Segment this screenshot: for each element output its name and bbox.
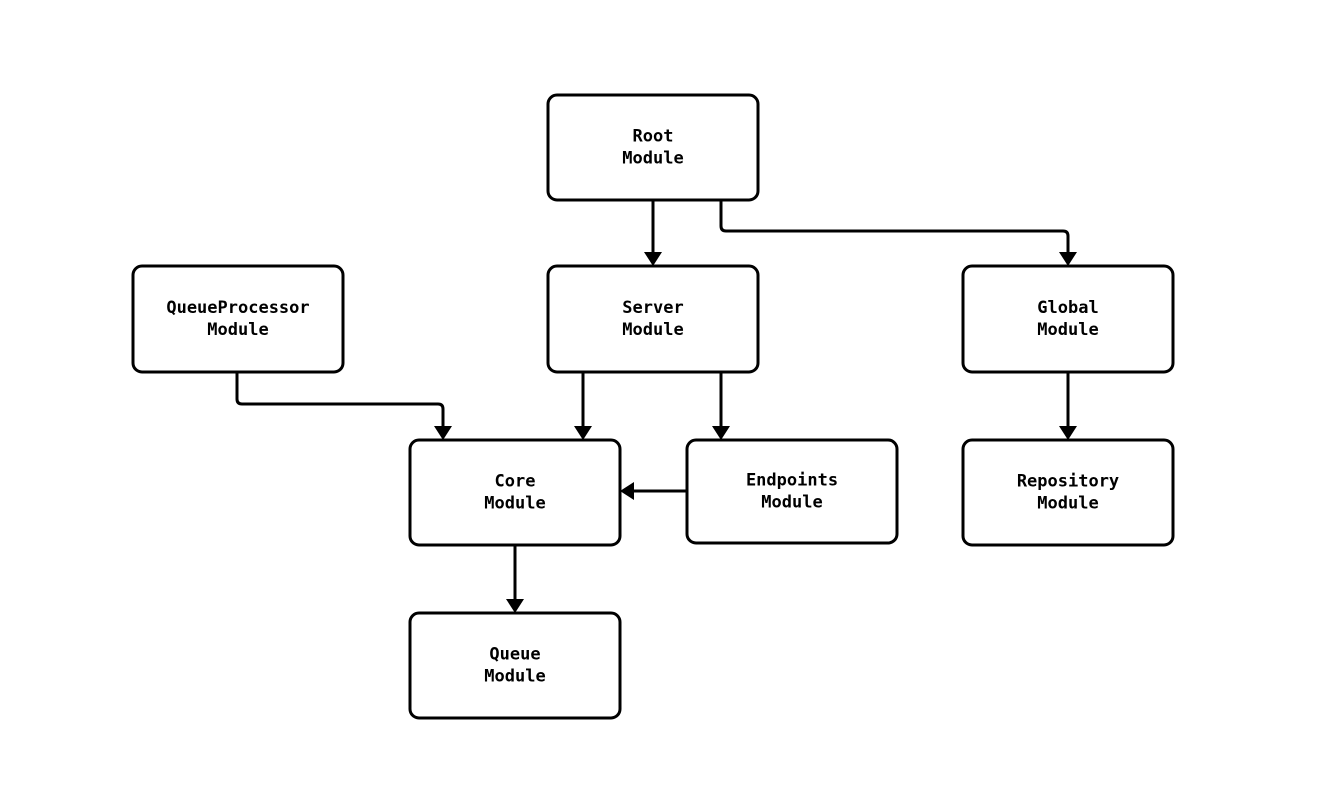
arrow-head-icon bbox=[620, 482, 634, 500]
node-label-line1: Repository bbox=[1017, 472, 1119, 492]
node-box[interactable] bbox=[408, 438, 622, 547]
node-label-line1: Global bbox=[1037, 298, 1098, 318]
node-label-line2: Module bbox=[761, 493, 822, 513]
edge-line bbox=[719, 200, 1070, 252]
edge-global-to-repository bbox=[1059, 372, 1077, 440]
node-label-line2: Module bbox=[207, 320, 268, 340]
node-label-line2: Module bbox=[622, 320, 683, 340]
arrow-head-icon bbox=[644, 252, 662, 266]
arrow-head-icon bbox=[1059, 426, 1077, 440]
edge-line bbox=[235, 372, 445, 426]
node-box[interactable] bbox=[546, 93, 760, 202]
arrow-head-icon bbox=[574, 426, 592, 440]
arrow-head-icon bbox=[712, 426, 730, 440]
edge-queueprocessor-to-core bbox=[235, 372, 452, 440]
edge-core-to-queue bbox=[506, 545, 524, 613]
node-label-line1: Core bbox=[495, 472, 536, 492]
node-label-line1: Queue bbox=[489, 645, 540, 665]
edge-root-to-global bbox=[719, 200, 1077, 266]
edge-server-to-endpoints bbox=[712, 372, 730, 440]
node-label-line2: Module bbox=[1037, 494, 1098, 514]
arrow-head-icon bbox=[506, 599, 524, 613]
node-label-line1: Server bbox=[622, 298, 683, 318]
arrow-head-icon bbox=[1059, 252, 1077, 266]
node-box[interactable] bbox=[961, 264, 1175, 374]
node-label-line2: Module bbox=[484, 667, 545, 687]
edge-endpoints-to-core bbox=[620, 482, 687, 500]
edge-server-to-core bbox=[574, 372, 592, 440]
node-label-line2: Module bbox=[622, 149, 683, 169]
node-box[interactable] bbox=[685, 438, 899, 545]
edge-root-to-server bbox=[644, 200, 662, 266]
node-box[interactable] bbox=[961, 438, 1175, 547]
arrow-head-icon bbox=[434, 426, 452, 440]
node-label-line1: QueueProcessor bbox=[166, 298, 309, 318]
node-label-line2: Module bbox=[1037, 320, 1098, 340]
node-label-line2: Module bbox=[484, 494, 545, 514]
node-label-line1: Root bbox=[633, 127, 674, 147]
node-box[interactable] bbox=[408, 611, 622, 720]
edges-layer bbox=[235, 200, 1077, 613]
node-box[interactable] bbox=[131, 264, 345, 374]
node-label-line1: Endpoints bbox=[746, 471, 838, 491]
nodes-layer: RootModuleQueueProcessorModuleServerModu… bbox=[131, 93, 1175, 720]
node-box[interactable] bbox=[546, 264, 760, 374]
